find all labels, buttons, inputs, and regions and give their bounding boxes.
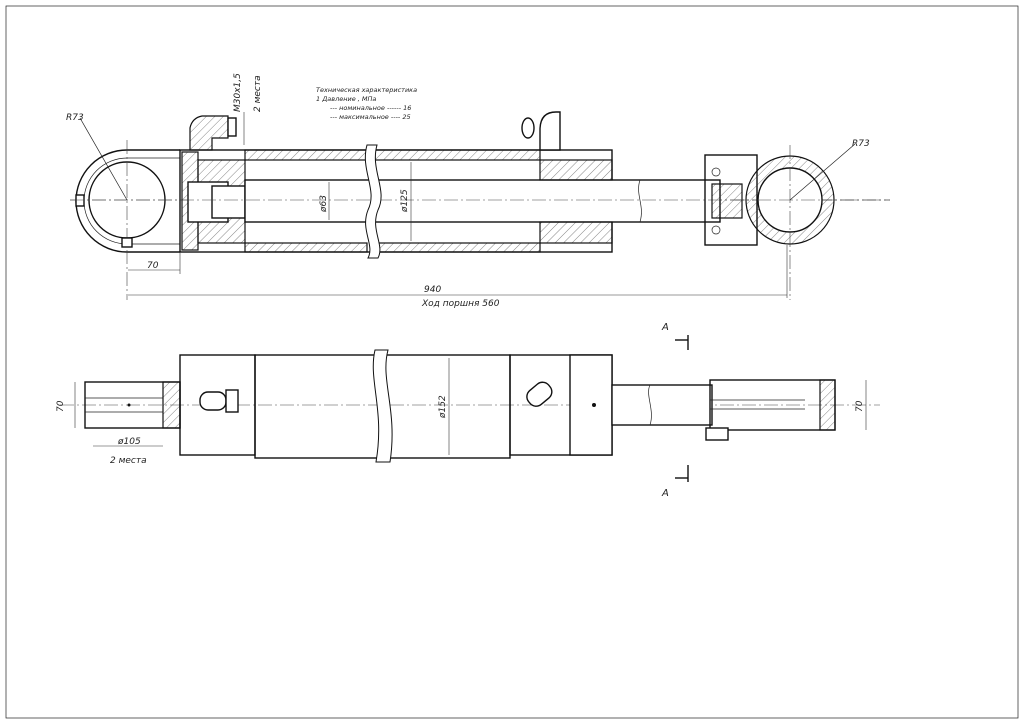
dim-total-length: 940 (424, 285, 441, 295)
dim-70-left: 70 (56, 400, 66, 412)
radius-left-label: R73 (66, 113, 84, 123)
thread-label: М30х1,5 (233, 73, 243, 112)
port-fitting-left (189, 115, 229, 151)
dim-70-top: 70 (147, 261, 159, 271)
spec-line1: 1 Давление , МПа (316, 95, 376, 103)
port-fitting-right (539, 111, 561, 151)
places-bottom: 2 места (110, 456, 147, 466)
rod-external (611, 384, 713, 426)
piston-rod (244, 179, 721, 223)
tube-left (254, 354, 381, 459)
dim-rod-diameter: ø63 (319, 195, 329, 213)
stroke-label: Ход поршня 560 (421, 299, 500, 309)
section-mark-bottom: A (661, 488, 669, 499)
spec-title: Техническая характеристика (316, 86, 417, 94)
thread-places: 2 места (253, 75, 263, 112)
sheet-frame (5, 5, 1019, 719)
fitting-left (199, 391, 227, 411)
dim-70-right: 70 (855, 400, 865, 412)
section-mark-top: A (661, 322, 669, 333)
dim-pin-diameter: ø105 (117, 437, 141, 447)
spec-line3: --- максимальное ---- 25 (330, 113, 411, 121)
bottom-external-view (60, 335, 880, 482)
dim-outer-diameter: ø152 (438, 395, 448, 419)
top-section-view (70, 111, 890, 300)
radius-right-label: R73 (852, 139, 870, 149)
spec-line2: --- номинальное ------ 16 (330, 104, 411, 112)
dim-bore-diameter: ø125 (400, 189, 410, 213)
